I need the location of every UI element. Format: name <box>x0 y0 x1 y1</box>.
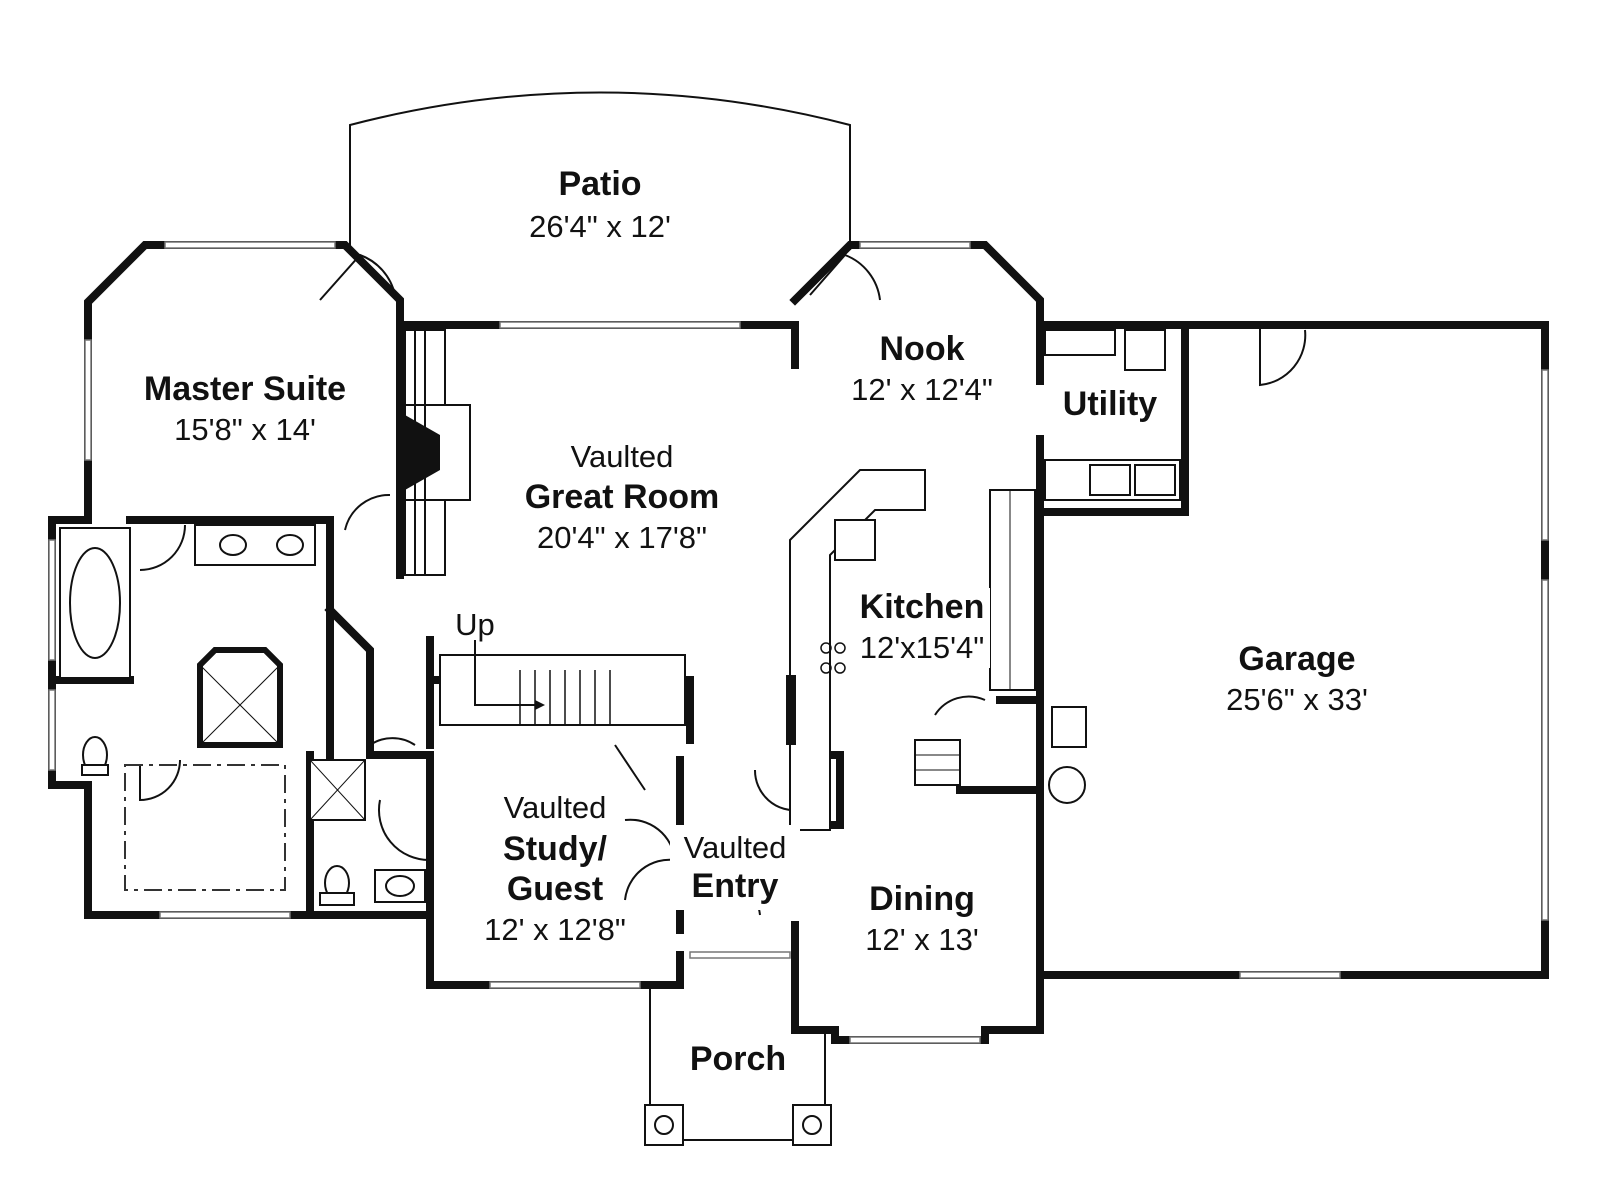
stairs-up-label: Up <box>455 607 495 642</box>
windows <box>48 241 1549 1044</box>
patio-size: 26'4" x 12' <box>529 209 671 244</box>
kitchen-counters <box>786 469 1036 831</box>
kitchen-name: Kitchen <box>860 588 985 626</box>
study-size: 12' x 12'8" <box>484 912 626 947</box>
study-name-line2: Guest <box>507 870 603 908</box>
patio-name: Patio <box>558 165 641 203</box>
entry-name: Entry <box>692 867 779 905</box>
porch-outline <box>644 985 832 1146</box>
master-suite-label: Master Suite 15'8" x 14' <box>144 370 346 447</box>
stairs <box>439 640 686 726</box>
patio-outline <box>349 91 851 250</box>
stairs-label: Up <box>455 607 495 642</box>
bath-fixtures <box>59 524 426 906</box>
master-suite-name: Master Suite <box>144 370 346 408</box>
great-room-label: Vaulted Great Room 20'4" x 17'8" <box>525 439 720 555</box>
dining-name: Dining <box>869 880 975 918</box>
utility-name: Utility <box>1063 385 1158 423</box>
garage-size: 25'6" x 33' <box>1226 682 1368 717</box>
porch-label: Porch <box>690 1040 786 1078</box>
nook-size: 12' x 12'4" <box>851 372 993 407</box>
nook-name: Nook <box>880 330 965 368</box>
great-room-prefix: Vaulted <box>571 439 674 474</box>
master-suite-size: 15'8" x 14' <box>174 412 316 447</box>
utility-fixtures <box>1044 329 1181 501</box>
study-label: Vaulted Study/ Guest 12' x 12'8" <box>484 790 626 947</box>
study-prefix: Vaulted <box>504 790 607 825</box>
nook-label: Nook 12' x 12'4" <box>851 330 993 407</box>
utility-label: Utility <box>1035 385 1170 435</box>
study-name-line1: Study/ <box>503 830 607 868</box>
garage-label: Garage 25'6" x 33' <box>1226 640 1368 717</box>
garage-fixtures <box>1048 706 1087 804</box>
patio-label: Patio 26'4" x 12' <box>529 165 671 244</box>
kitchen-size: 12'x15'4" <box>860 630 985 665</box>
great-room-name: Great Room <box>525 478 720 516</box>
dining-label: Dining 12' x 13' <box>865 880 979 957</box>
dining-size: 12' x 13' <box>865 922 979 957</box>
entry-label: Vaulted Entry <box>670 825 800 910</box>
garage-name: Garage <box>1238 640 1355 678</box>
entry-prefix: Vaulted <box>684 830 787 865</box>
porch-name: Porch <box>690 1040 786 1078</box>
great-room-size: 20'4" x 17'8" <box>537 520 707 555</box>
fireplace <box>404 329 471 576</box>
kitchen-label: Kitchen 12'x15'4" <box>855 588 990 668</box>
